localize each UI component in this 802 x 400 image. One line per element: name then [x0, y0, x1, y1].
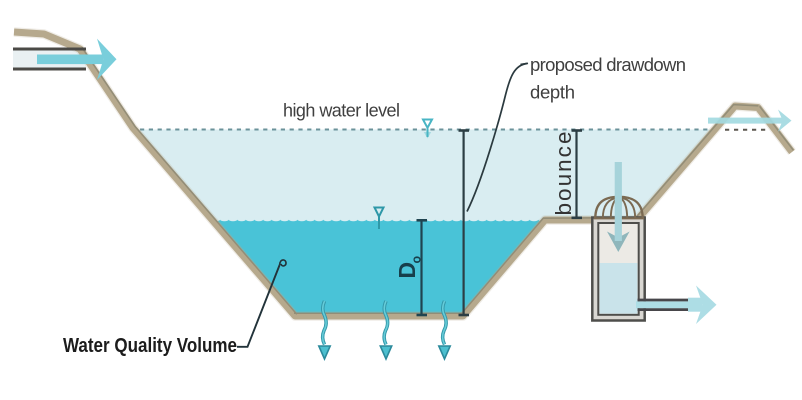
- drawdown-dimension-line: [458, 129, 469, 317]
- hwl-marker-icon: [421, 118, 434, 139]
- inflow-arrow-icon: [37, 38, 117, 80]
- do-dimension-line: [416, 219, 427, 317]
- infiltration-arrow-icon: [317, 300, 332, 361]
- drawdown-leader-line: [466, 62, 529, 212]
- berm-up-edge-line: [634, 103, 759, 219]
- wqv-leader-line: [237, 259, 287, 348]
- proposed-drawdown-label-line1: proposed drawdown: [530, 54, 686, 75]
- riser-inflow-arrow-icon: [607, 162, 630, 252]
- infiltration-arrows: [317, 300, 452, 361]
- svg-text:o: o: [410, 256, 424, 264]
- wqv-marker-icon: [372, 206, 386, 229]
- riser-water: [599, 263, 638, 314]
- wqv-water: [211, 215, 547, 316]
- high-water-level-label: high water level: [283, 101, 400, 121]
- diagram-labels: high water level proposed drawdown depth…: [63, 54, 686, 357]
- outlet-pipe: [636, 298, 690, 311]
- inflow-pipe: [13, 47, 86, 71]
- bounce-dimension-line: [571, 129, 582, 220]
- water-quality-volume-label: Water Quality Volume: [63, 334, 237, 357]
- svg-text:D: D: [394, 262, 420, 279]
- outlet-riser: [591, 216, 646, 322]
- infiltration-arrow-icon: [437, 300, 452, 361]
- proposed-drawdown-label-line2: depth: [530, 82, 575, 103]
- berm-down-edge-line: [759, 105, 794, 151]
- do-label: D o: [394, 256, 424, 279]
- infiltration-arrow-icon: [379, 300, 393, 361]
- outlet-arrow-icon: [688, 285, 717, 324]
- overflow-arrow-icon: [708, 109, 792, 132]
